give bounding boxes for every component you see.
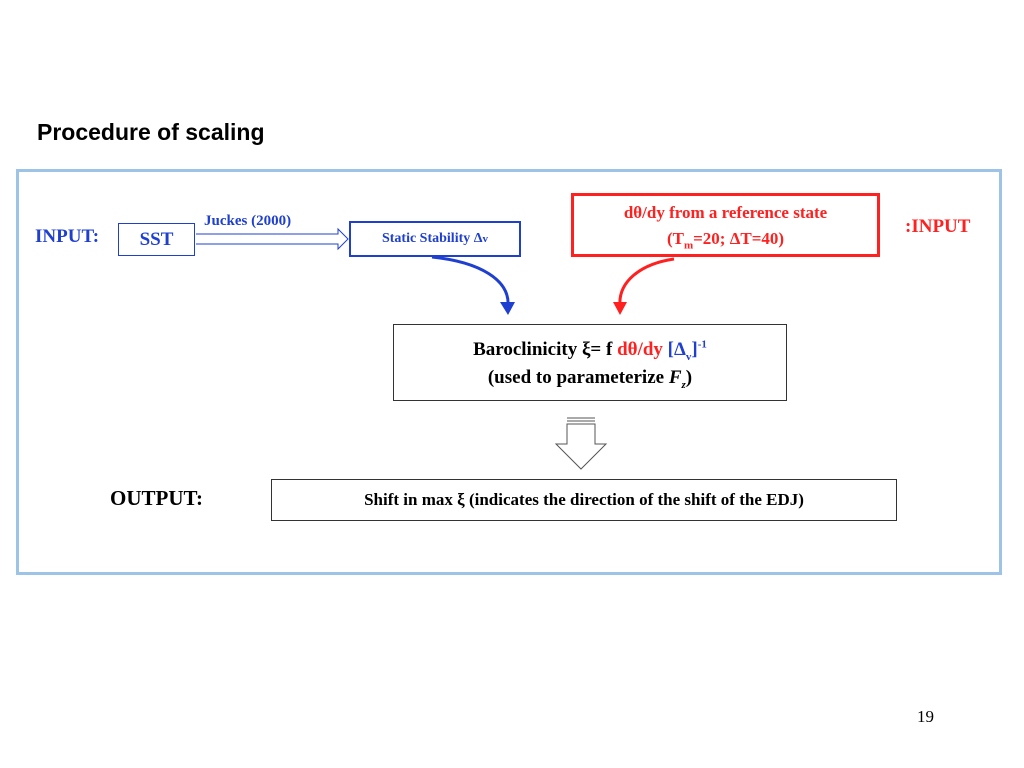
output-shift-box: Shift in max ξ (indicates the direction …: [271, 479, 897, 521]
red-arrowhead: [613, 302, 627, 315]
input-left-label: INPUT:: [35, 226, 100, 247]
page-number: 19: [917, 707, 934, 726]
slide-title: Procedure of scaling: [37, 119, 265, 145]
output-label: OUTPUT:: [110, 486, 203, 510]
diagram-frame: [16, 169, 1002, 575]
juckes-reference-label: Juckes (2000): [204, 213, 292, 229]
reference-state-box: dθ/dy from a reference state (Tm=20; ΔT=…: [571, 193, 880, 257]
baroclinicity-box: Baroclinicity ξ= f dθ/dy [Δv]-1 (used to…: [393, 324, 787, 401]
baroclinicity-line1: Baroclinicity ξ= f dθ/dy [Δv]-1: [473, 338, 707, 363]
reference-state-line1: dθ/dy from a reference state: [623, 203, 828, 222]
blue-arrowhead: [500, 302, 515, 315]
down-arrow: [554, 417, 608, 470]
static-to-baroclinicity-arrow: [431, 255, 510, 307]
sst-box: SST: [118, 223, 195, 256]
input-right-label: :INPUT: [905, 216, 971, 237]
sst-to-static-arrow: [196, 227, 349, 251]
static-stability-label: Static Stability Δ: [381, 231, 483, 246]
reference-state-line2: (Tm=20; ΔT=40): [666, 229, 785, 252]
sst-label: SST: [139, 228, 174, 250]
reference-to-baroclinicity-arrow: [618, 257, 675, 307]
baroclinicity-line2: (used to parameterize Fz): [487, 367, 693, 391]
output-shift-text: Shift in max ξ (indicates the direction …: [364, 490, 804, 509]
